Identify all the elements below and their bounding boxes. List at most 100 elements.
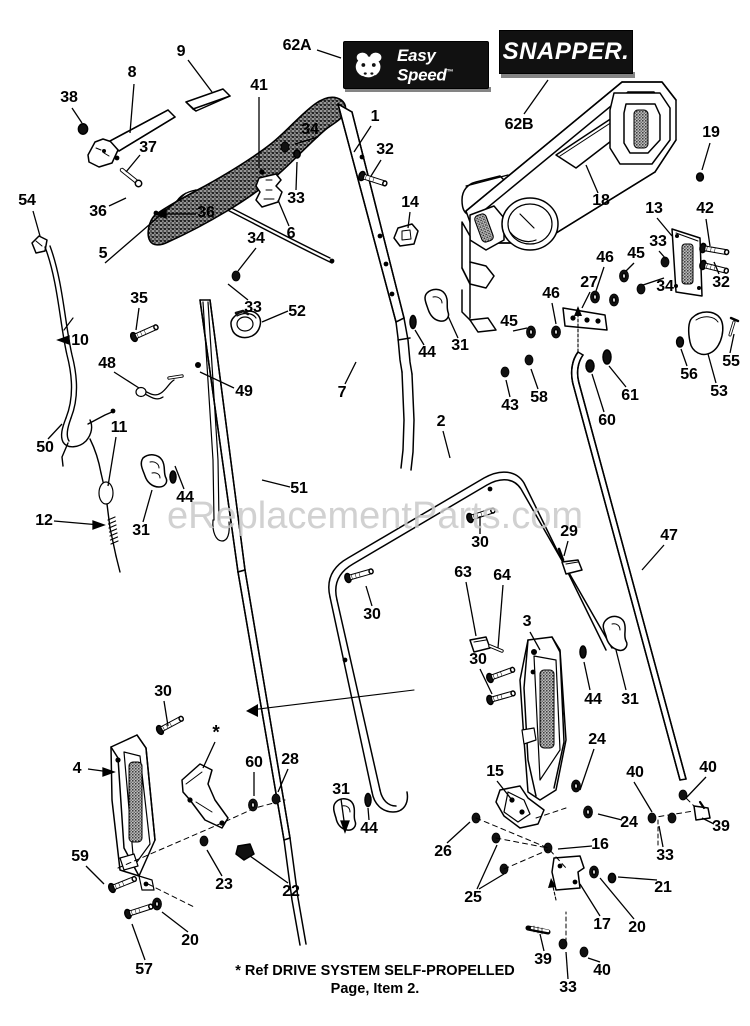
easy-speed-mascot-icon — [351, 46, 389, 84]
callout-64: 64 — [493, 567, 511, 584]
callout-2: 2 — [436, 413, 446, 430]
callout-33: 33 — [649, 233, 667, 250]
callout-36: 36 — [197, 204, 215, 221]
callout-12: 12 — [35, 512, 53, 529]
callout-19: 19 — [702, 124, 720, 141]
callout-14: 14 — [401, 194, 419, 211]
callout-44: 44 — [584, 691, 602, 708]
callout-60: 60 — [598, 412, 616, 429]
callout-33: 33 — [244, 299, 262, 316]
callout-52: 52 — [288, 303, 306, 320]
snapper-decal-text: SNAPPER. — [502, 38, 630, 65]
callout-8: 8 — [127, 64, 137, 81]
callout-6: 6 — [286, 225, 296, 242]
callout-31: 31 — [621, 691, 639, 708]
callout-29: 29 — [560, 523, 578, 540]
callout-62a: 62A — [282, 37, 312, 54]
callout-4: 4 — [72, 760, 82, 777]
callout-44: 44 — [360, 820, 378, 837]
callout-46: 46 — [542, 285, 560, 302]
footnote-line-2: Page, Item 2. — [330, 981, 420, 998]
callout-37: 37 — [139, 139, 157, 156]
callout-62b: 62B — [504, 116, 534, 133]
callout-63: 63 — [454, 564, 472, 581]
callout-9: 9 — [176, 43, 186, 60]
callout-33: 33 — [287, 190, 305, 207]
callout-24: 24 — [620, 814, 638, 831]
callout-star: * — [212, 722, 220, 744]
callout-34: 34 — [656, 278, 674, 295]
callout-61: 61 — [621, 387, 639, 404]
callout-20: 20 — [181, 932, 199, 949]
callout-42: 42 — [696, 200, 714, 217]
callout-30: 30 — [471, 534, 489, 551]
callout-3: 3 — [522, 613, 532, 630]
callout-24: 24 — [588, 731, 606, 748]
callout-45: 45 — [627, 245, 645, 262]
callout-59: 59 — [71, 848, 89, 865]
callout-34: 34 — [301, 121, 319, 138]
easy-speed-line1: Easy — [397, 45, 436, 65]
callout-45: 45 — [500, 313, 518, 330]
callout-25: 25 — [464, 889, 482, 906]
callout-31: 31 — [132, 522, 150, 539]
callout-32: 32 — [712, 274, 730, 291]
callout-33: 33 — [559, 979, 577, 996]
callout-39: 39 — [534, 951, 552, 968]
callout-33: 33 — [656, 847, 674, 864]
callout-40: 40 — [626, 764, 644, 781]
callout-46: 46 — [596, 249, 614, 266]
callout-35: 35 — [130, 290, 148, 307]
callout-48: 48 — [98, 355, 116, 372]
callout-50: 50 — [36, 439, 54, 456]
callout-10: 10 — [71, 332, 89, 349]
callout-17: 17 — [593, 916, 611, 933]
callout-34: 34 — [247, 230, 265, 247]
callout-15: 15 — [486, 763, 504, 780]
callout-18: 18 — [592, 192, 610, 209]
callout-21: 21 — [654, 879, 672, 896]
callout-27: 27 — [580, 274, 598, 291]
easy-speed-line2: Speed™ — [397, 65, 454, 85]
callout-53: 53 — [710, 383, 728, 400]
callout-22: 22 — [282, 883, 300, 900]
callout-7: 7 — [337, 384, 347, 401]
callout-28: 28 — [281, 751, 299, 768]
easy-speed-decal: Easy Speed™ — [343, 41, 489, 89]
callout-20: 20 — [628, 919, 646, 936]
callout-54: 54 — [18, 192, 36, 209]
callout-57: 57 — [135, 961, 153, 978]
callout-32: 32 — [376, 141, 394, 158]
callout-55: 55 — [722, 353, 740, 370]
snapper-decal-shadow — [501, 72, 635, 78]
footnote-line-1: * Ref DRIVE SYSTEM SELF-PROPELLED — [235, 963, 515, 979]
callout-40: 40 — [699, 759, 717, 776]
callout-31: 31 — [332, 781, 350, 798]
callout-36: 36 — [89, 203, 107, 220]
callout-5: 5 — [98, 245, 108, 262]
easy-speed-decal-text: Easy Speed™ — [397, 45, 454, 85]
snapper-decal: SNAPPER. — [499, 30, 633, 74]
callout-58: 58 — [530, 389, 548, 406]
callout-51: 51 — [290, 480, 308, 497]
callout-40: 40 — [593, 962, 611, 979]
callout-60: 60 — [245, 754, 263, 771]
callout-13: 13 — [645, 200, 663, 217]
callout-23: 23 — [215, 876, 233, 893]
callout-38: 38 — [60, 89, 78, 106]
callout-43: 43 — [501, 397, 519, 414]
callout-41: 41 — [250, 77, 268, 94]
callout-16: 16 — [591, 836, 609, 853]
callout-30: 30 — [154, 683, 172, 700]
callout-11: 11 — [110, 419, 128, 436]
callout-1: 1 — [370, 108, 380, 125]
trademark-symbol: ™ — [446, 68, 454, 76]
callout-56: 56 — [680, 366, 698, 383]
callout-30: 30 — [363, 606, 381, 623]
callout-44: 44 — [418, 344, 436, 361]
footnote: * Ref DRIVE SYSTEM SELF-PROPELLED Page, … — [0, 962, 750, 998]
callout-30: 30 — [469, 651, 487, 668]
easy-speed-decal-shadow — [345, 87, 491, 92]
